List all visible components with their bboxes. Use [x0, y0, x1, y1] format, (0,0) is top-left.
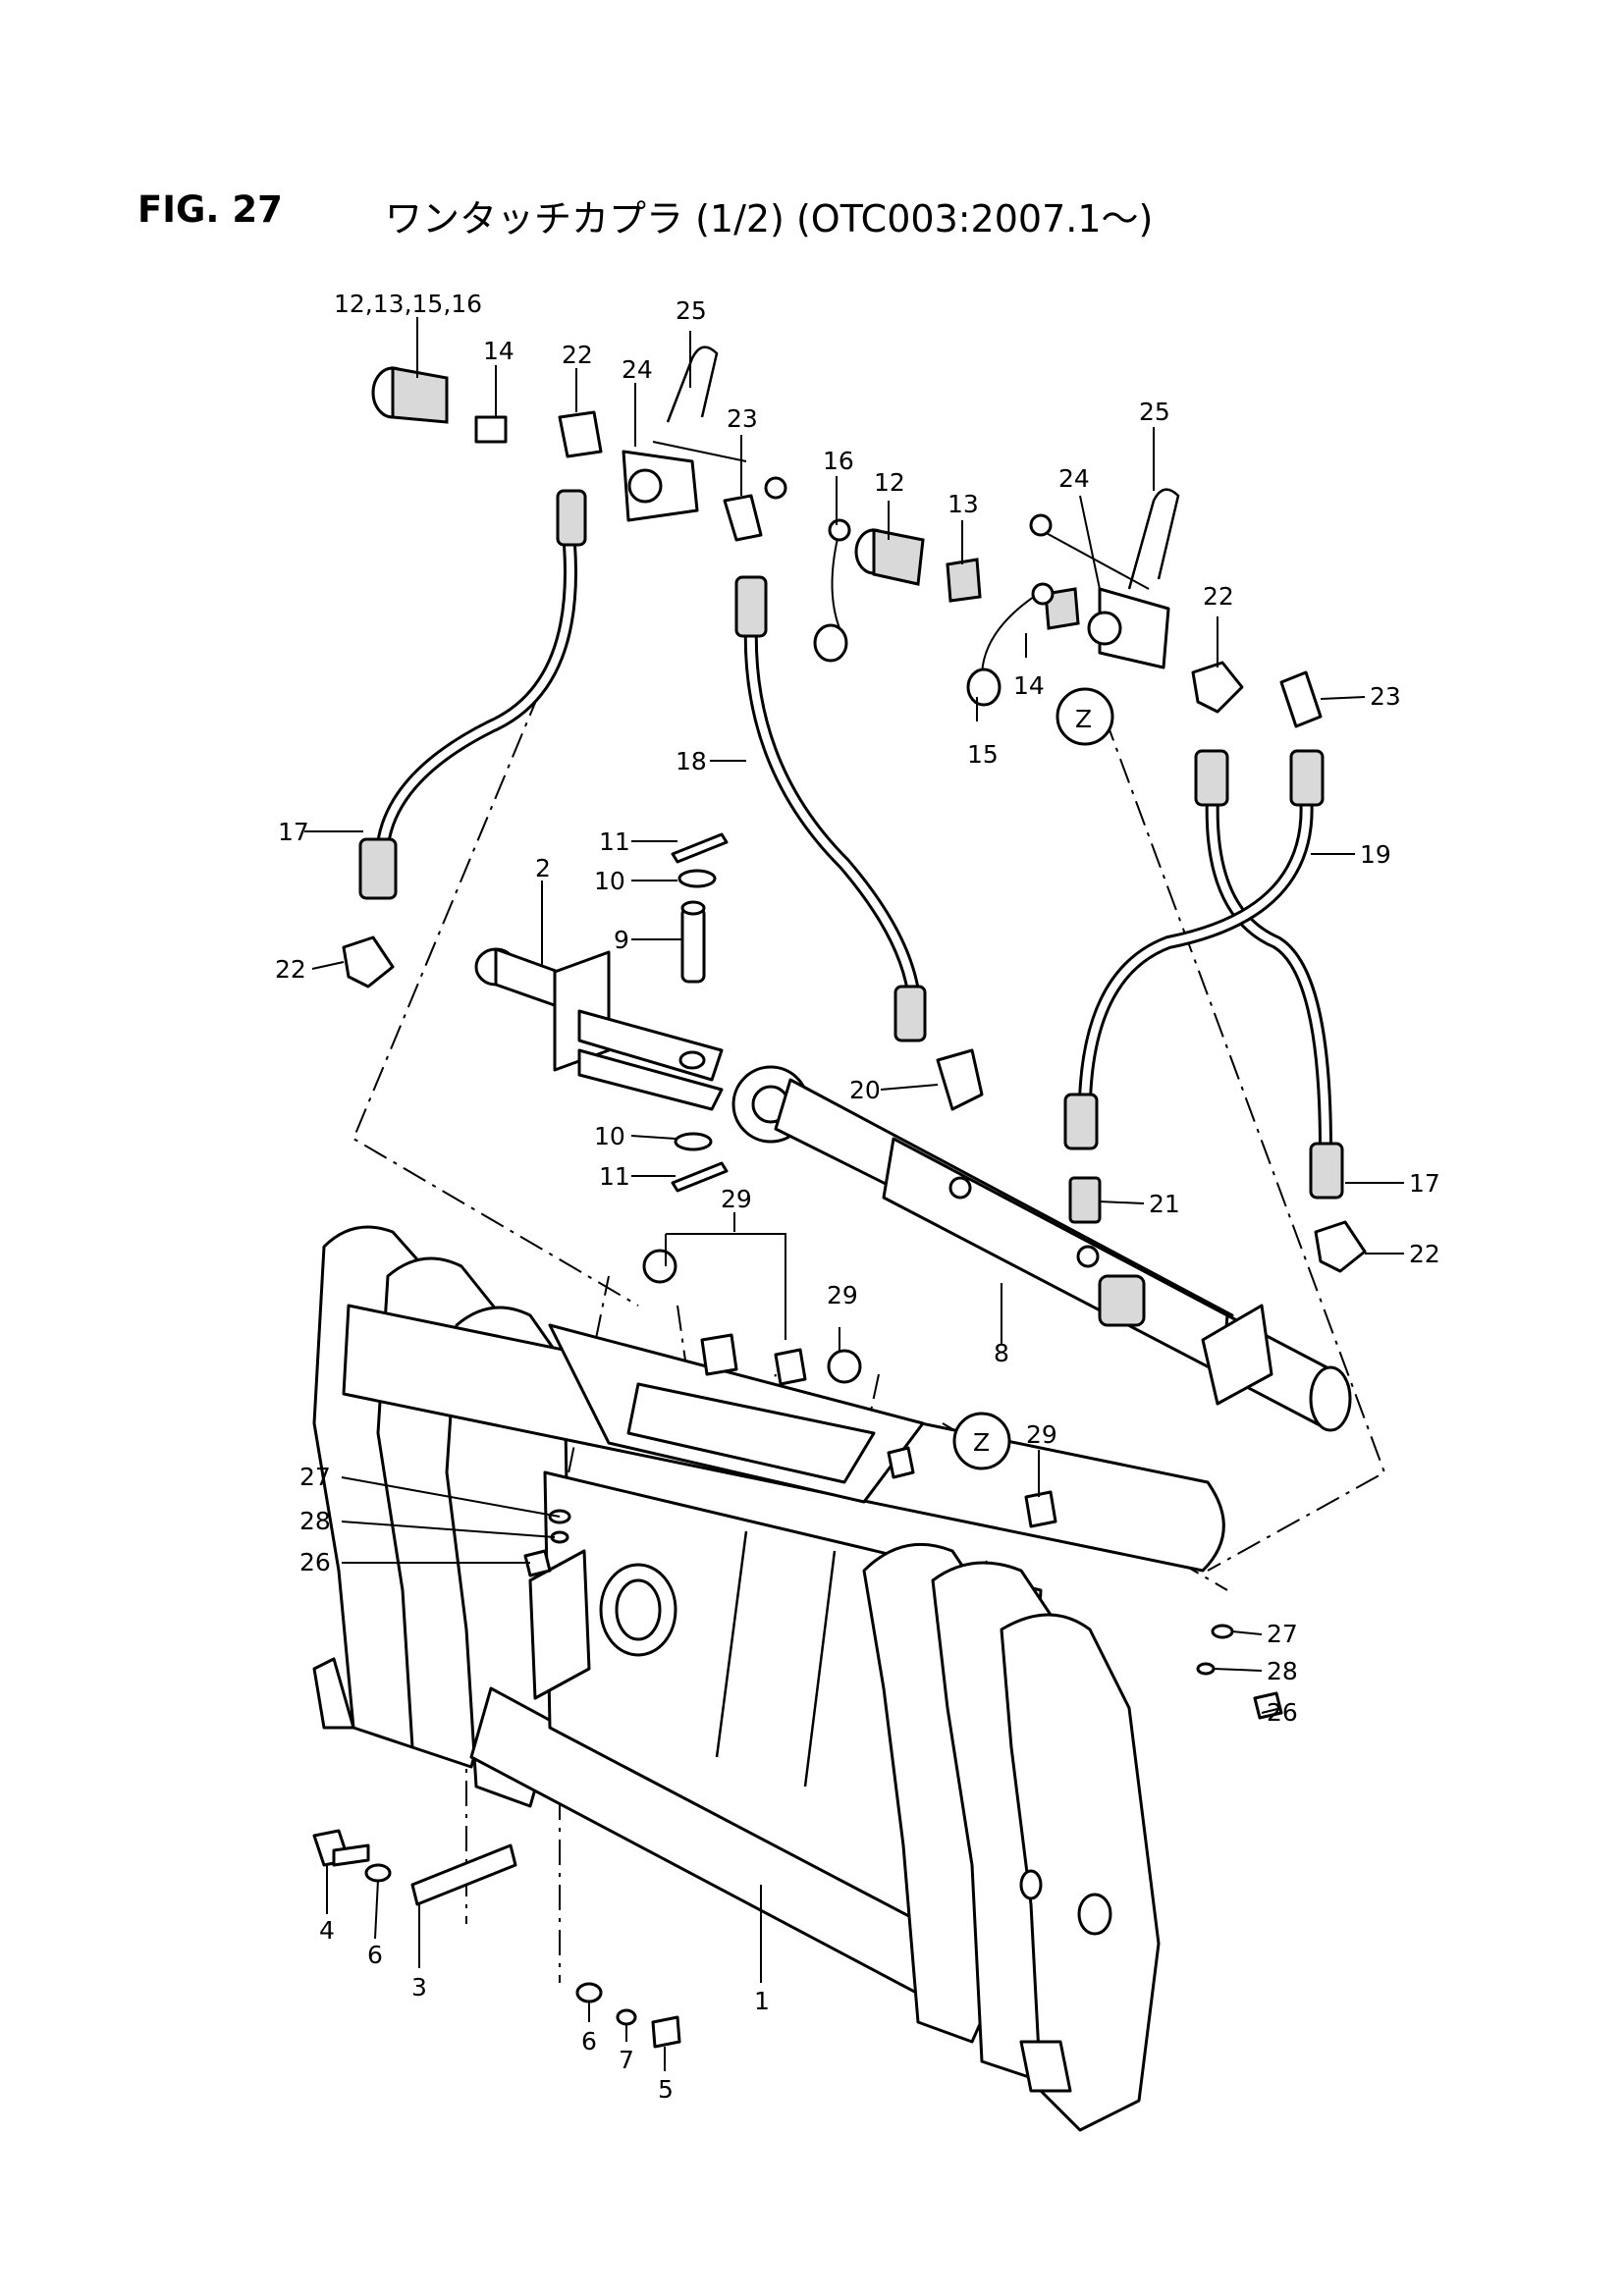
callout-22: 22 — [1203, 582, 1234, 611]
callout-15: 15 — [967, 740, 999, 769]
callout-6: 6 — [581, 2027, 597, 2056]
callout-19: 19 — [1360, 840, 1391, 869]
callout-22: 22 — [275, 955, 306, 984]
callout-26: 26 — [299, 1548, 331, 1576]
callout-8: 8 — [994, 1339, 1009, 1367]
fittings — [312, 346, 1367, 2049]
callout-23: 23 — [727, 404, 758, 433]
callout-25: 25 — [676, 296, 707, 325]
leader-lines — [304, 317, 1404, 2071]
callout-16: 16 — [823, 447, 854, 475]
callout-9: 9 — [614, 926, 629, 954]
callout-4: 4 — [319, 1916, 335, 1945]
z-marker: Z — [973, 1428, 990, 1457]
figure-title: ワンタッチカプラ (1/2) (OTC003:2007.1～) — [385, 197, 1154, 240]
callout-7: 7 — [619, 2046, 634, 2074]
callout-17: 17 — [1409, 1169, 1440, 1198]
callout-21: 21 — [1149, 1190, 1180, 1218]
callout-labels: 12,13,15,16 14 22 24 25 23 16 12 13 24 2… — [275, 290, 1440, 2104]
callout-24: 24 — [1058, 464, 1090, 493]
callout-13: 13 — [947, 490, 979, 518]
callout-28: 28 — [299, 1507, 331, 1535]
callout-5: 5 — [658, 2075, 674, 2104]
quick-coupler-frame — [312, 1225, 1225, 2132]
callout-23: 23 — [1370, 682, 1401, 711]
callout-29: 29 — [721, 1185, 752, 1213]
callout-11: 11 — [599, 828, 630, 856]
hydraulic-cylinder — [731, 1065, 1352, 1432]
callout-25: 25 — [1139, 398, 1170, 426]
callout-12: 12 — [874, 468, 905, 497]
figure-number: FIG. 27 — [137, 188, 283, 231]
callout-10: 10 — [594, 867, 625, 895]
callout-26: 26 — [1267, 1698, 1298, 1727]
callout-14: 14 — [1013, 671, 1045, 700]
callout-22: 22 — [562, 341, 593, 369]
callout-2: 2 — [535, 854, 551, 882]
callout-18: 18 — [676, 747, 707, 775]
callout-1: 1 — [754, 1987, 770, 2015]
callout-6: 6 — [367, 1941, 383, 1969]
callout-22: 22 — [1409, 1240, 1440, 1268]
hoses — [376, 538, 1332, 1155]
callout-29: 29 — [827, 1281, 858, 1309]
callout-28: 28 — [1267, 1657, 1298, 1685]
callout-20: 20 — [849, 1076, 881, 1104]
z-marker: Z — [1075, 705, 1092, 733]
callout-12-13-15-16: 12,13,15,16 — [334, 290, 482, 318]
callout-27: 27 — [299, 1463, 331, 1491]
callout-17: 17 — [278, 818, 309, 846]
callout-27: 27 — [1267, 1620, 1298, 1648]
callout-3: 3 — [411, 1973, 427, 2002]
callout-10: 10 — [594, 1122, 625, 1150]
callout-29: 29 — [1026, 1420, 1057, 1449]
callout-24: 24 — [622, 355, 653, 384]
callout-11: 11 — [599, 1162, 630, 1191]
pin-bracket — [474, 832, 729, 1193]
callout-14: 14 — [483, 337, 514, 365]
